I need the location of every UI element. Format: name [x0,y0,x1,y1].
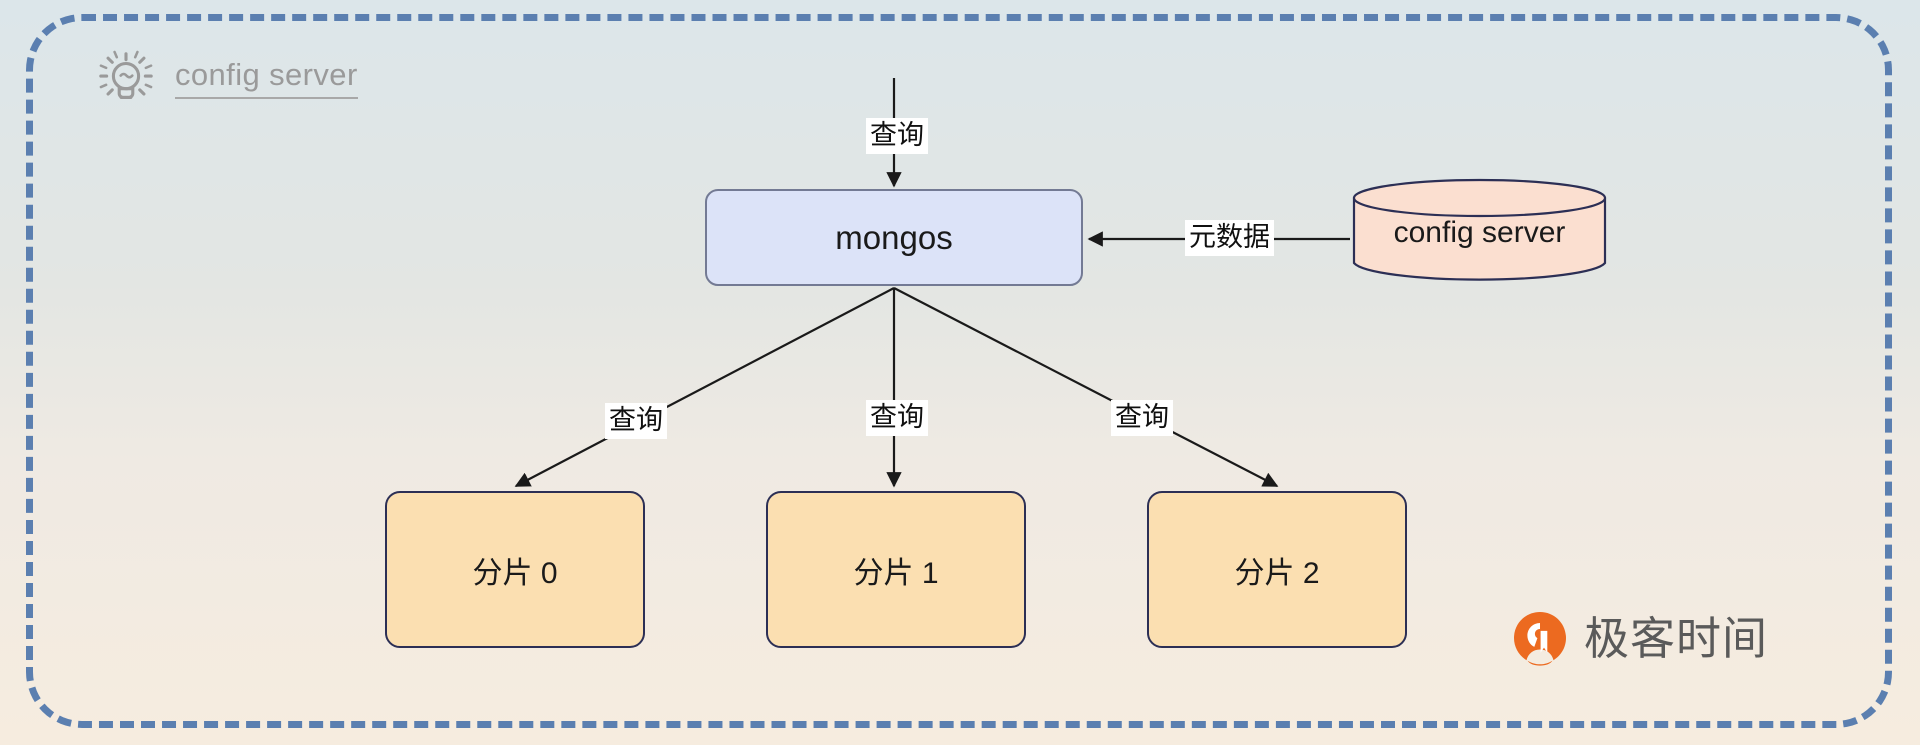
edge-label-mongos-to-shard0: 查询 [605,403,667,439]
node-shard-2[interactable]: 分片 2 [1147,491,1407,648]
edge-label-config-to-mongos: 元数据 [1185,220,1274,256]
node-mongos-label: mongos [835,218,953,256]
edge-mongos-to-shard2 [893,287,1279,487]
node-shard-2-label: 分片 2 [1234,556,1320,590]
node-shard-0[interactable]: 分片 0 [385,491,645,648]
watermark: 极客时间 [1510,610,1802,670]
cylinder-shape [1352,178,1607,281]
watermark-brand: 极客时间 [1584,614,1802,666]
edge-label-mongos-to-shard2: 查询 [1111,400,1173,436]
node-config-server[interactable]: config server [1352,178,1607,283]
geektime-logo-icon [1510,610,1570,670]
diagram-header: config server [95,48,358,110]
svg-text:极客时间: 极客时间 [1584,614,1768,664]
edge-mongos-to-shard0 [514,287,895,487]
node-shard-0-label: 分片 0 [472,556,558,590]
page-title: config server [175,59,358,99]
edge-label-client-to-mongos: 查询 [866,118,928,154]
lightbulb-icon [95,48,157,110]
edge-label-mongos-to-shard1: 查询 [866,400,928,436]
node-shard-1[interactable]: 分片 1 [766,491,1026,648]
node-shard-1-label: 分片 1 [853,556,939,590]
node-mongos[interactable]: mongos [705,189,1083,286]
